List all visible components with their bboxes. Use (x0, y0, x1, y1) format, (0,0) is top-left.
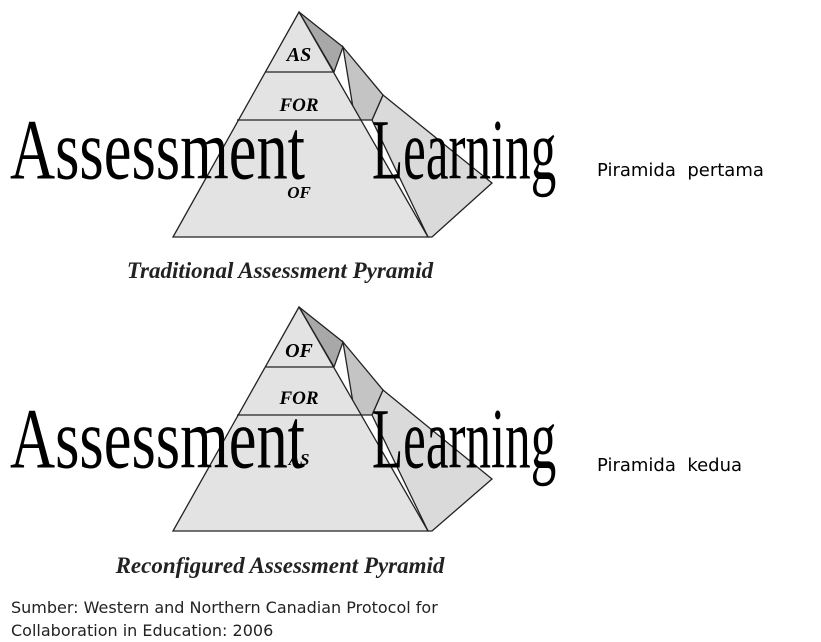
first-pyramid-label: Piramida pertama (597, 160, 764, 181)
source-line-1: Sumber: Western and Northern Canadian Pr… (11, 598, 438, 617)
pyramid-caption: Traditional Assessment Pyramid (126, 258, 434, 283)
pyramid-bottom-level-label: OF (287, 183, 311, 202)
pyramid-middle-level-label: FOR (279, 95, 319, 116)
pyramid-drawing (171, 305, 494, 532)
pyramid-drawing (171, 10, 494, 238)
assessment-word: Assessment (10, 103, 306, 199)
learning-word: Learning (372, 392, 557, 488)
pyramid-middle-level-label: FOR (279, 388, 319, 409)
pyramid-bottom-level-label: AS (288, 450, 310, 469)
pyramid-front-face (171, 10, 430, 238)
traditional-pyramid-figure: Assessment Learning AS FOR OF Traditiona… (0, 0, 560, 300)
pyramid-side-face-middle (341, 44, 384, 121)
pyramid-top-level-label: AS (286, 44, 312, 66)
pyramid-top-level-label: OF (285, 340, 313, 362)
reconfigured-pyramid-figure: Assessment Learning OF FOR AS Reconfigur… (0, 297, 560, 587)
pyramid-side-face-middle (341, 339, 384, 416)
learning-word: Learning (372, 103, 557, 199)
pyramid-front-face (171, 305, 430, 532)
source-note: Sumber: Western and Northern Canadian Pr… (11, 596, 571, 642)
second-pyramid-label: Piramida kedua (597, 455, 743, 476)
assessment-word: Assessment (10, 392, 306, 488)
pyramid-caption: Reconfigured Assessment Pyramid (115, 553, 445, 578)
source-line-2: Collaboration in Education: 2006 (11, 621, 274, 640)
